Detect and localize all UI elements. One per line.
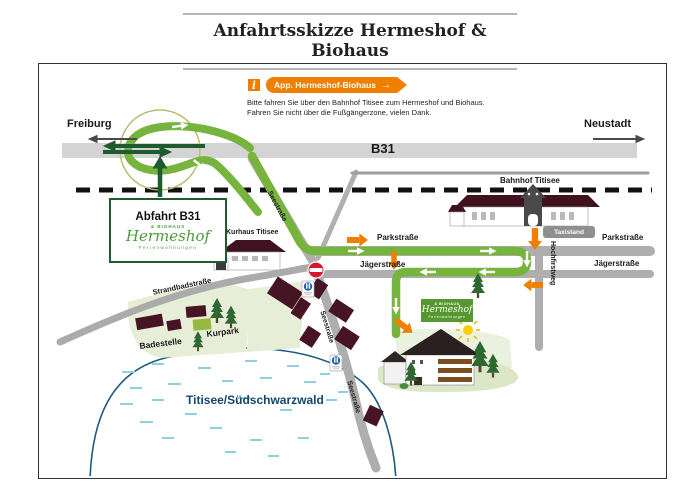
exit-b31-box: Abfahrt B31 & BIOHAUS Hermeshof Ferienwo… <box>109 198 227 263</box>
hermeshof-sign-pre: & BIOHAUS <box>434 302 460 307</box>
water-dashes <box>120 360 348 457</box>
app-banner: App. Hermeshof-Biohaus → <box>266 77 408 93</box>
road-label-parkstrasse-west: Parkstraße <box>377 233 419 242</box>
buildings <box>135 276 384 427</box>
route-note-line1: Bitte fahren Sie über den Bahnhof Titise… <box>247 98 485 107</box>
taxistand-badge: Taxistand <box>543 226 595 238</box>
bahnhof-building <box>448 184 600 227</box>
city-label-freiburg: Freiburg <box>67 118 112 130</box>
city-label-neustadt: Neustadt <box>584 118 632 130</box>
driving-route <box>247 151 532 339</box>
road-diagonal <box>315 169 359 261</box>
info-icon: i <box>247 78 261 92</box>
exit-b31-title: Abfahrt B31 <box>135 211 201 224</box>
road-label-jaegerstrasse-west: Jägerstraße <box>360 260 406 269</box>
road-label-jaegerstrasse-east: Jägerstraße <box>594 259 640 268</box>
route-note-line2: Fahren Sie nicht über die Fußgängerzone,… <box>247 108 432 117</box>
hermeshof-logo-sub: Ferienwohnungen <box>138 244 198 250</box>
direction-arrows <box>87 134 646 144</box>
place-label-bahnhof: Bahnhof Titisee <box>500 176 560 185</box>
place-label-kurhaus: Kurhaus Titisee <box>226 229 279 236</box>
b31-direction-arrows <box>102 140 205 197</box>
app-banner-label: App. Hermeshof-Biohaus <box>274 80 377 90</box>
hermeshof-property-sign: & BIOHAUS Hermeshof Ferienwohnungen <box>421 299 473 322</box>
exit-interchange <box>102 109 262 216</box>
map-frame <box>38 63 667 479</box>
hermeshof-sign-name: Hermeshof <box>421 305 473 316</box>
sun-icon <box>456 318 480 342</box>
road-b31 <box>62 143 637 158</box>
lake-label: Titisee/Südschwarzwald <box>186 393 324 407</box>
road-label-b31: B31 <box>371 141 395 156</box>
road-label-hochfirstweg: Hochfirstweg <box>549 241 556 286</box>
no-entry-icon <box>307 261 325 279</box>
page-title: Anfahrtsskizze Hermeshof & Biohaus <box>183 13 517 70</box>
road-label-parkstrasse-east: Parkstraße <box>602 233 644 242</box>
hermeshof-logo-pre: & BIOHAUS <box>150 224 186 230</box>
kurhaus-building <box>213 240 286 271</box>
hermeshof-buildings <box>381 329 480 389</box>
hermeshof-logo-name: Hermeshof <box>125 227 211 246</box>
hermeshof-sign-sub: Ferienwohnungen <box>428 314 466 319</box>
road-strandbadstrasse <box>56 263 316 346</box>
arrow-right-icon: → <box>381 79 392 91</box>
road-seestrasse-south <box>308 257 381 473</box>
